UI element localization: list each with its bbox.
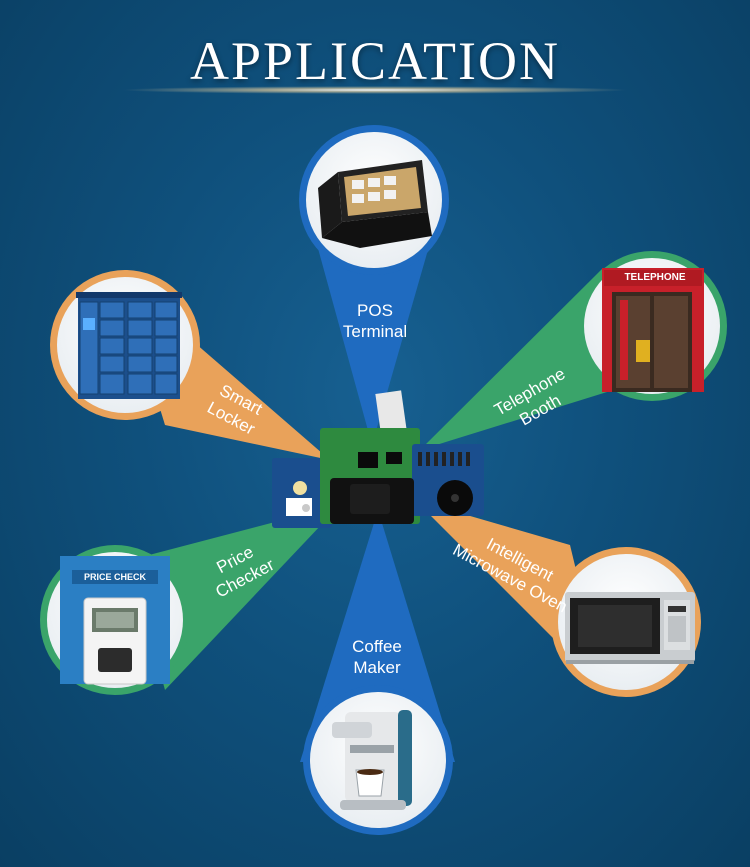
circle-smart-locker (50, 270, 200, 420)
smart-locker-icon (76, 292, 182, 399)
title-underline-glow (120, 86, 630, 94)
price-check-sign-text: PRICE CHECK (83, 572, 146, 582)
circle-pos-terminal (299, 125, 449, 275)
telephone-sign-text: TELEPHONE (624, 272, 686, 283)
telephone-booth-icon (602, 268, 704, 392)
price-checker-icon (60, 556, 170, 685)
pos-terminal-icon (318, 160, 432, 248)
microwave-oven-icon (565, 592, 695, 664)
label-coffee-maker: Coffee Maker (352, 637, 402, 677)
circle-telephone-booth (577, 251, 727, 401)
circle-coffee-maker (303, 685, 453, 835)
circle-price-checker (40, 545, 190, 695)
circle-microwave-oven (551, 547, 701, 697)
scanner-module (272, 390, 484, 528)
label-pos-terminal: POS Terminal (342, 301, 408, 341)
page-title: APPLICATION (189, 31, 561, 91)
coffee-maker-icon (332, 710, 412, 810)
